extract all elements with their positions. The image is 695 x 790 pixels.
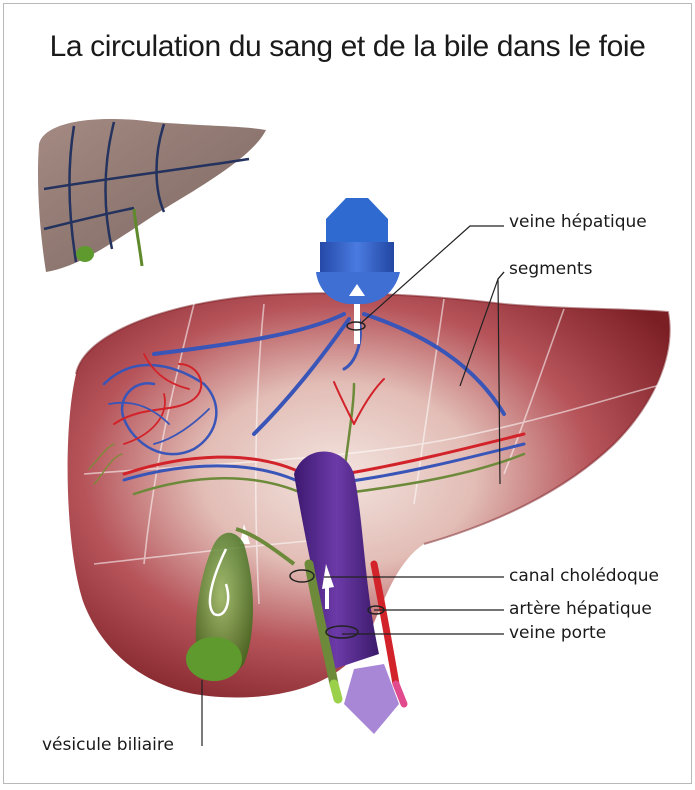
liver-illustration — [4, 4, 692, 784]
diagram-frame: La circulation du sang et de la bile dan… — [3, 3, 692, 784]
mini-liver-icon — [38, 119, 266, 272]
label-artere-hepatique: artère hépatique — [509, 599, 652, 619]
label-segments: segments — [509, 259, 592, 279]
label-veine-porte: veine porte — [509, 623, 606, 643]
label-vesicule-biliaire: vésicule biliaire — [42, 735, 174, 755]
label-canal-choledoque: canal cholédoque — [509, 566, 659, 586]
label-veine-hepatique: veine hépatique — [509, 212, 647, 232]
